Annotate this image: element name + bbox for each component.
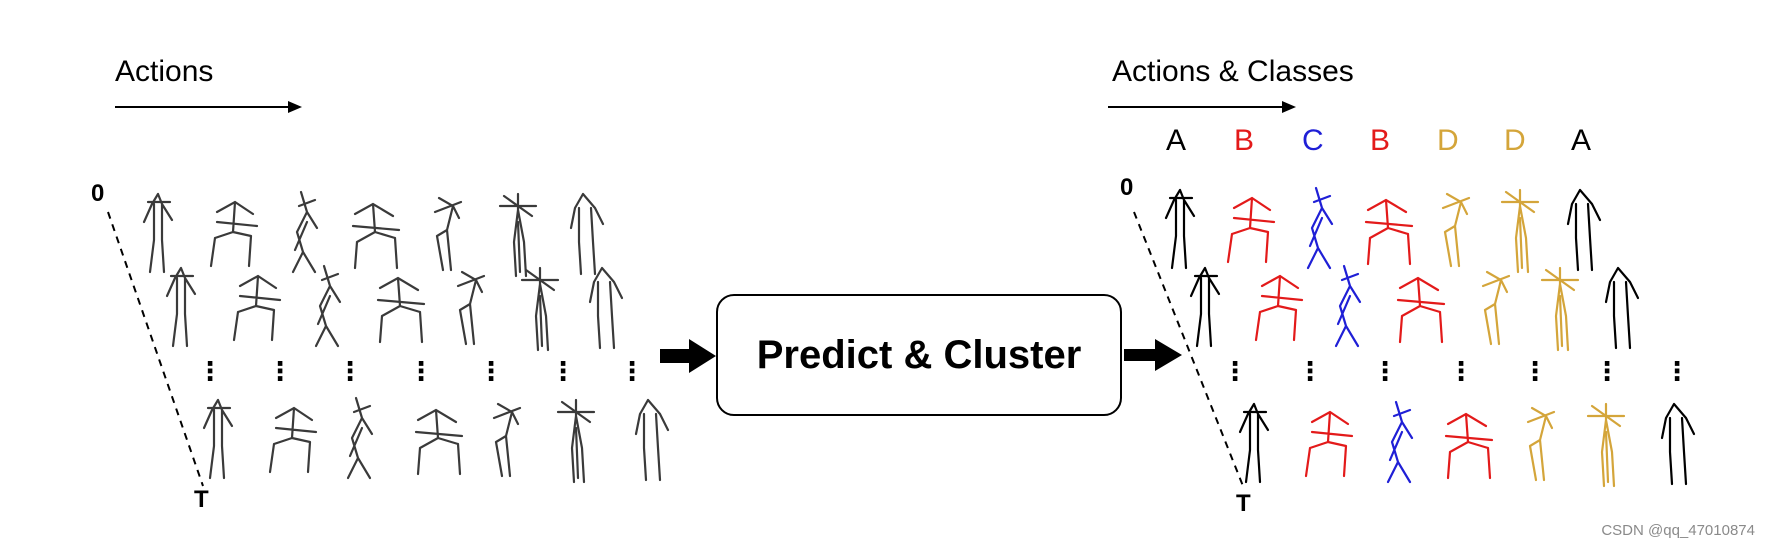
left-ellipsis: ⋮ (267, 356, 293, 386)
stick-figure-icon (1254, 274, 1304, 342)
right-ellipsis: ⋮ (1372, 356, 1398, 386)
class-label-6: D (1504, 124, 1526, 157)
watermark: CSDN @qq_47010874 (1601, 522, 1755, 539)
stick-figure-icon (1540, 266, 1580, 352)
class-label-3: C (1302, 124, 1324, 157)
stick-figure-icon (588, 266, 624, 350)
stick-figure-icon (1481, 270, 1511, 346)
class-label-2: B (1234, 124, 1255, 157)
left-ellipsis: ⋮ (408, 356, 434, 386)
stick-figure-icon (314, 264, 342, 348)
stick-figure-icon (1226, 196, 1276, 264)
stick-figure-icon (376, 276, 426, 344)
stick-figure-icon (165, 266, 197, 348)
stick-figure-icon (433, 196, 463, 272)
left-time-start-label: 0 (91, 180, 105, 207)
stick-figure-icon (209, 200, 259, 268)
right-skeleton-grid (1164, 186, 1696, 488)
stick-figure-icon (1334, 264, 1362, 348)
stick-figure-icon (202, 398, 234, 480)
left-skeleton-grid (142, 190, 670, 484)
stick-figure-icon (1364, 198, 1414, 266)
stick-figure-icon (520, 266, 560, 352)
stick-figure-icon (498, 192, 538, 278)
stick-figure-icon (291, 190, 319, 274)
stick-figure-icon (456, 270, 486, 346)
left-ellipsis: ⋮ (478, 356, 504, 386)
left-ellipsis: ⋮ (619, 356, 645, 386)
predict-cluster-box: Predict & Cluster (716, 294, 1122, 416)
right-time-start-label: 0 (1120, 174, 1134, 201)
right-time-axis (1133, 211, 1244, 487)
left-time-end-label: T (194, 486, 209, 513)
stick-figure-icon (1500, 188, 1540, 274)
right-ellipsis: ⋮ (1664, 356, 1690, 386)
right-time-arrow-icon (1108, 101, 1296, 113)
stick-figure-icon (1604, 266, 1640, 350)
right-ellipsis: ⋮ (1448, 356, 1474, 386)
class-label-4: B (1370, 124, 1391, 157)
right-ellipsis: ⋮ (1222, 356, 1248, 386)
stick-figure-icon (1396, 276, 1446, 344)
right-ellipsis: ⋮ (1522, 356, 1548, 386)
stick-figure-icon (1238, 402, 1270, 484)
stick-figure-icon (1189, 266, 1221, 348)
stick-figure-icon (1306, 186, 1334, 270)
stick-figure-icon (414, 408, 464, 476)
right-ellipsis: ⋮ (1594, 356, 1620, 386)
stick-figure-icon (1586, 402, 1626, 488)
left-time-arrow-icon (115, 101, 302, 113)
left-ellipsis: ⋮ (197, 356, 223, 386)
stick-figure-icon (268, 406, 318, 474)
output-block-arrow-icon (1124, 339, 1182, 371)
stick-figure-icon (142, 192, 174, 274)
stick-figure-icon (1164, 188, 1196, 270)
stick-figure-icon (1566, 188, 1602, 272)
input-block-arrow-icon (660, 339, 716, 373)
stick-figure-icon (346, 396, 374, 480)
class-label-1: A (1166, 124, 1187, 157)
right-time-end-label: T (1236, 490, 1251, 517)
stick-figure-icon (1441, 192, 1471, 268)
stick-figure-icon (1444, 412, 1494, 480)
stick-figure-icon (492, 402, 522, 478)
stick-figure-icon (1660, 402, 1696, 486)
stick-figure-icon (634, 398, 670, 482)
stick-figure-icon (351, 202, 401, 270)
left-time-axis (107, 211, 204, 487)
left-ellipsis: ⋮ (550, 356, 576, 386)
stick-figure-icon (1304, 410, 1354, 478)
left-ellipsis: ⋮ (337, 356, 363, 386)
left-panel-title: Actions (115, 55, 214, 88)
stick-figure-icon (232, 274, 282, 342)
right-panel-title: Actions & Classes (1112, 55, 1354, 88)
stick-figure-icon (556, 398, 596, 484)
class-label-5: D (1437, 124, 1459, 157)
stick-figure-icon (569, 192, 605, 276)
class-label-7: A (1571, 124, 1592, 157)
right-ellipsis: ⋮ (1297, 356, 1323, 386)
predict-cluster-label: Predict & Cluster (756, 332, 1082, 377)
stick-figure-icon (1386, 400, 1414, 484)
stick-figure-icon (1526, 406, 1556, 482)
